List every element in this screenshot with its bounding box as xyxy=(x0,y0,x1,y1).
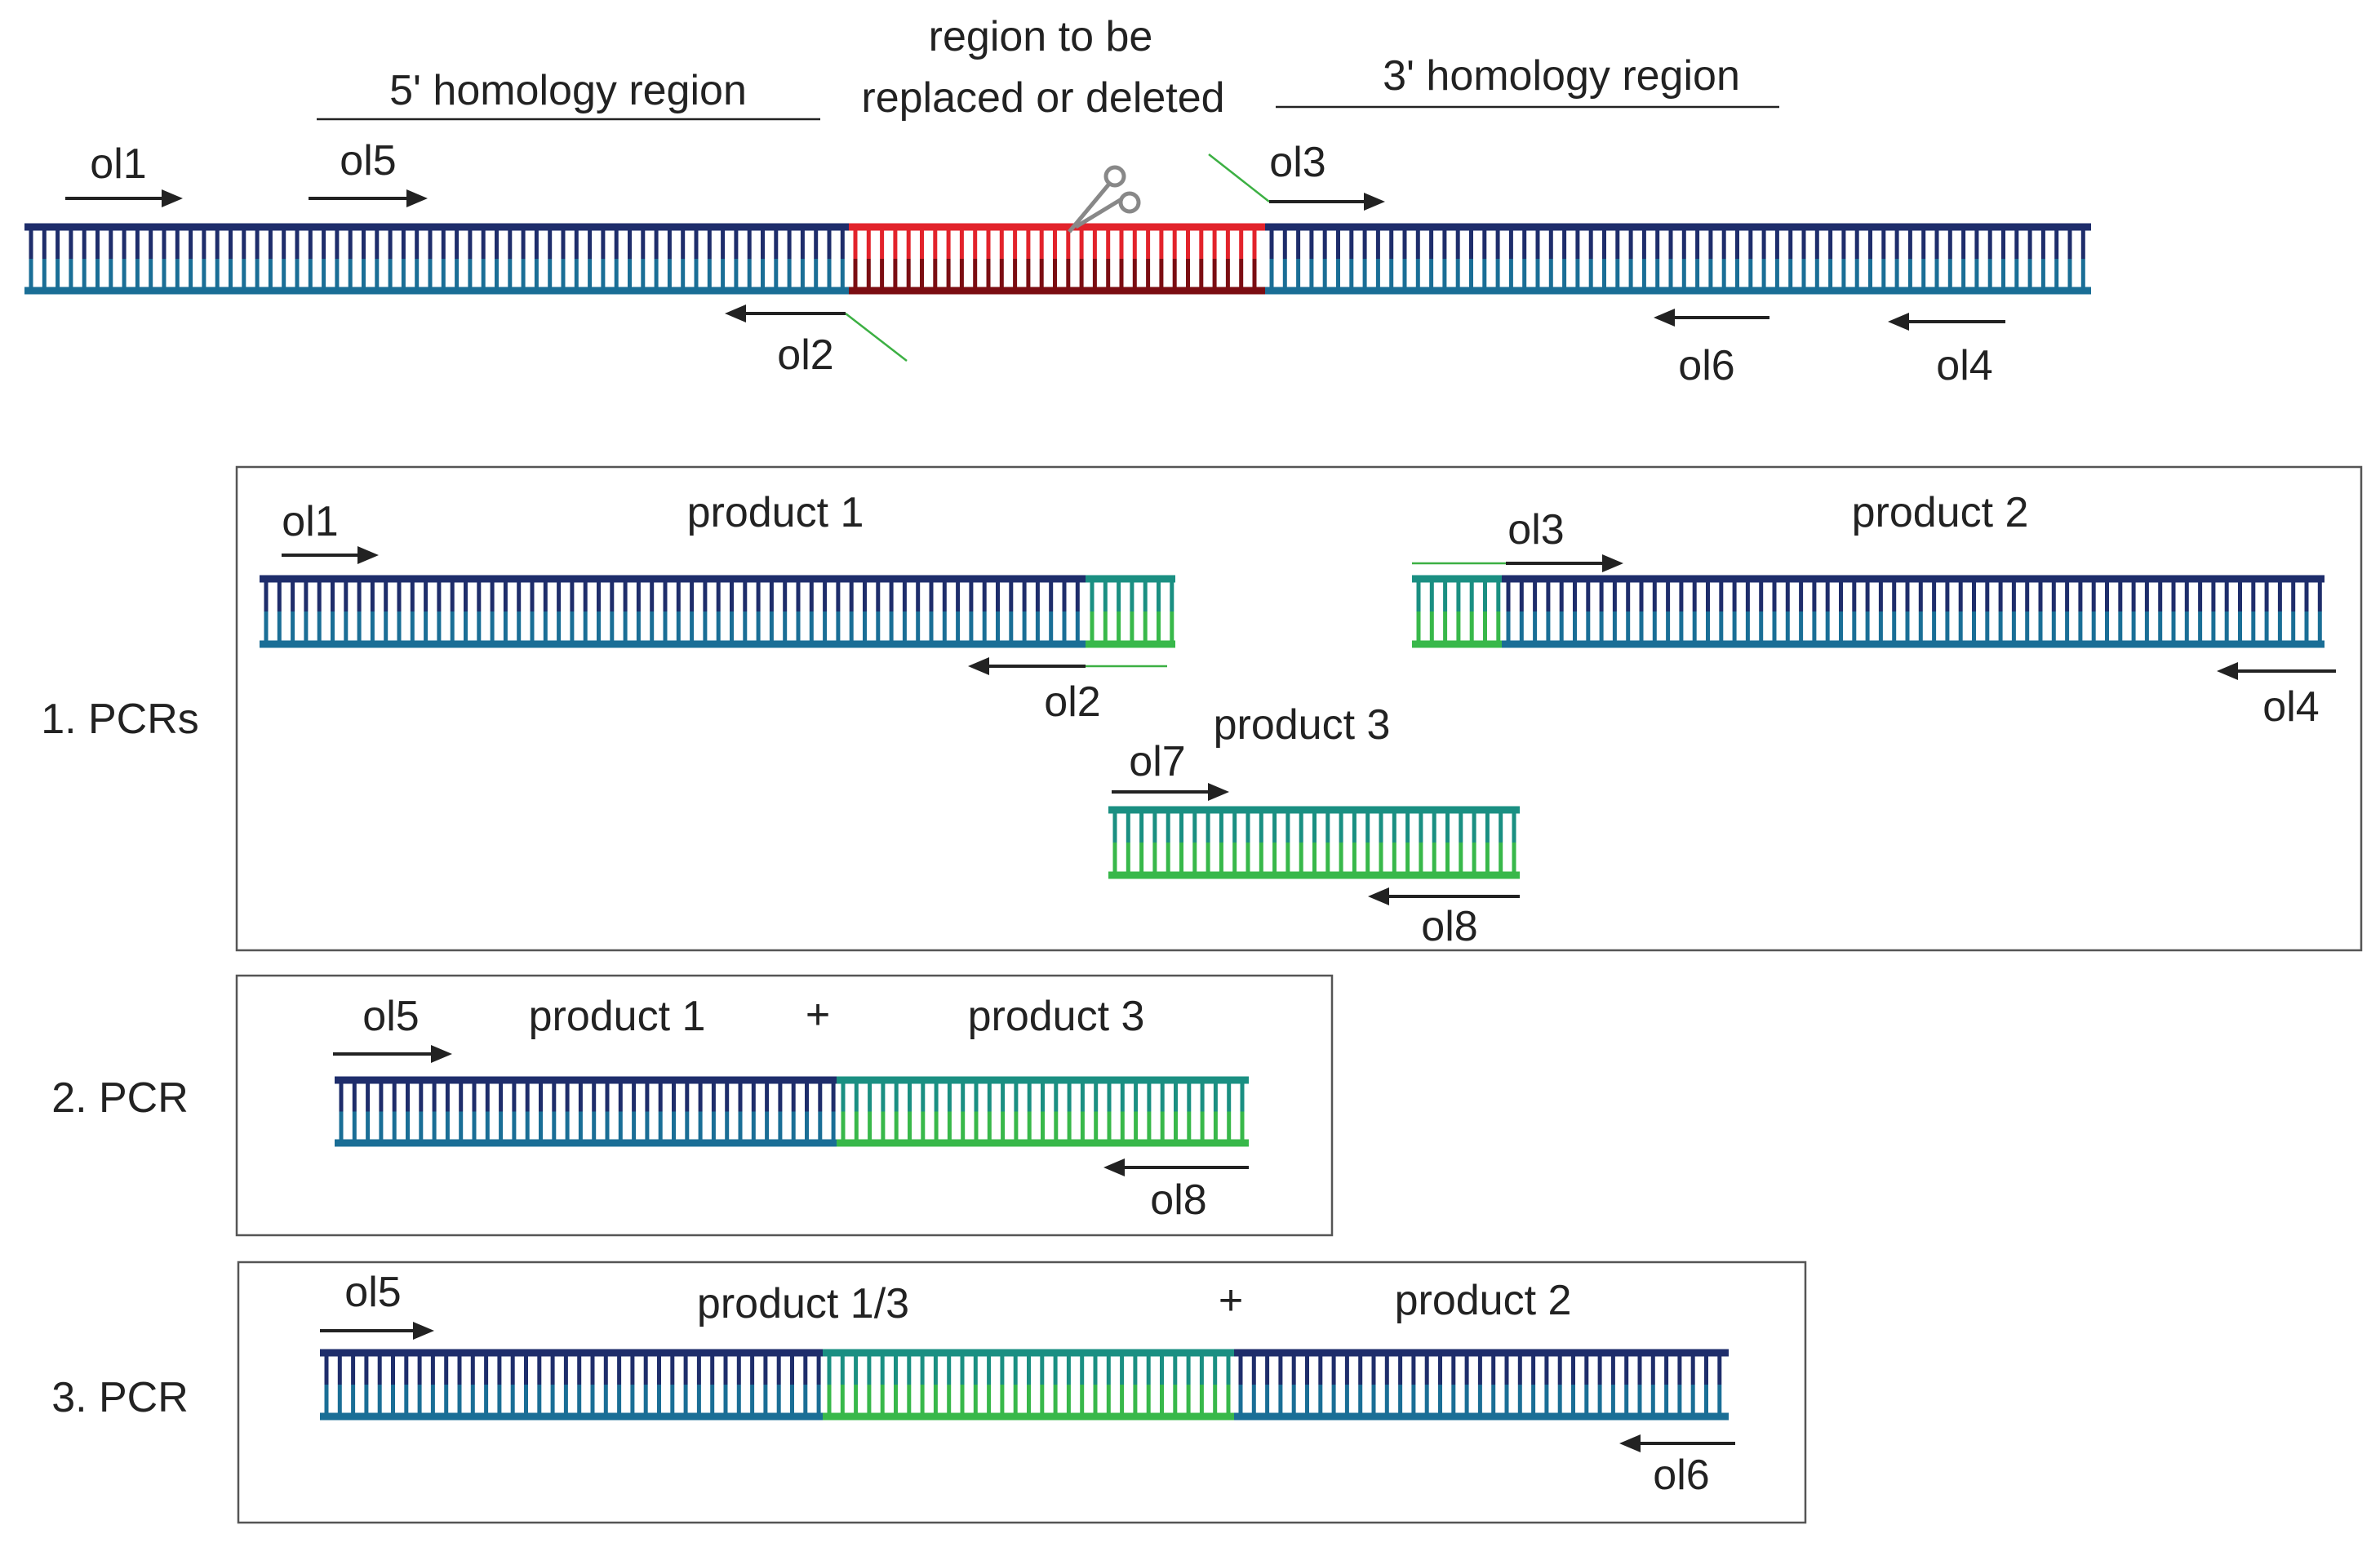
svg-text:ol1: ol1 xyxy=(90,140,146,188)
ol2-tail xyxy=(845,313,908,362)
svg-text:ol6: ol6 xyxy=(1678,342,1734,389)
region-label-line2: replaced or deleted xyxy=(861,74,1224,122)
primer-ol8-step1: ol8 xyxy=(1368,887,1520,950)
svg-text:ol5: ol5 xyxy=(362,993,419,1040)
product2-dna xyxy=(1412,575,2324,648)
step3-plus: + xyxy=(1219,1277,1243,1324)
step2-product3-label: product 3 xyxy=(968,993,1145,1040)
step2-plus: + xyxy=(806,991,830,1038)
product2-homology xyxy=(1502,575,2324,648)
primer-ol2: ol2 xyxy=(725,305,846,379)
step2-pcr: 2. PCR product 1 + product 3 ol5 ol8 xyxy=(51,974,1334,1237)
product3-insert xyxy=(1108,806,1520,879)
dna-5-homology xyxy=(24,223,849,295)
svg-text:ol3: ol3 xyxy=(1507,506,1564,554)
product3-dna xyxy=(1108,806,1520,879)
step3-label: 3. PCR xyxy=(51,1374,189,1421)
step1-pcrs: 1. PCRs product 1 product 2 product 3 ol… xyxy=(41,465,2363,952)
product2-label: product 2 xyxy=(1852,489,2029,536)
dna-3-homology xyxy=(1265,223,2091,295)
svg-text:ol2: ol2 xyxy=(777,331,833,379)
primer-ol4: ol4 xyxy=(1888,313,2005,389)
genomic-region: 5' homology region region to be replaced… xyxy=(24,13,2091,389)
svg-text:ol1: ol1 xyxy=(282,498,338,545)
region-label-line1: region to be xyxy=(929,13,1153,60)
primer-ol8-step2: ol8 xyxy=(1103,1158,1249,1224)
step1-box xyxy=(235,465,2363,952)
svg-text:ol8: ol8 xyxy=(1421,903,1477,950)
product1-label: product 1 xyxy=(687,489,864,536)
svg-text:ol6: ol6 xyxy=(1653,1452,1709,1499)
product2-overlap xyxy=(1412,575,1502,648)
step2-box xyxy=(235,974,1334,1237)
step3-product2-label: product 2 xyxy=(1395,1277,1572,1324)
svg-text:ol4: ol4 xyxy=(1936,342,1992,389)
homology5-label: 5' homology region xyxy=(389,67,747,114)
svg-text:ol2: ol2 xyxy=(1044,678,1100,726)
primer-ol4-step1: ol4 xyxy=(2217,662,2336,731)
primer-ol1-step1: ol1 xyxy=(282,498,379,564)
step1-label: 1. PCRs xyxy=(41,696,199,743)
product1-overlap xyxy=(1086,575,1175,648)
step2-label: 2. PCR xyxy=(51,1074,189,1122)
scissors-icon xyxy=(1068,165,1141,233)
ol3-tail xyxy=(1208,153,1270,202)
step3-box xyxy=(237,1261,1807,1524)
svg-text:ol3: ol3 xyxy=(1269,139,1325,186)
genomic-dna xyxy=(24,223,2091,295)
primer-ol5: ol5 xyxy=(309,137,428,207)
primer-ol5-step2: ol5 xyxy=(333,993,452,1063)
step2-insert xyxy=(837,1076,1249,1147)
step3-5-homology xyxy=(320,1349,823,1421)
primer-ol1: ol1 xyxy=(65,140,183,207)
primer-ol6: ol6 xyxy=(1654,309,1769,389)
svg-text:ol7: ol7 xyxy=(1129,738,1185,785)
primer-ol5-step3: ol5 xyxy=(320,1269,434,1340)
svg-text:ol8: ol8 xyxy=(1150,1176,1206,1224)
homology3-label: 3' homology region xyxy=(1383,52,1740,100)
svg-text:ol4: ol4 xyxy=(2262,683,2319,731)
primer-ol2-step1: ol2 xyxy=(968,657,1101,726)
primer-ol7-step1: ol7 xyxy=(1112,738,1229,801)
step2-homology xyxy=(335,1076,837,1147)
step2-dna xyxy=(335,1076,1249,1147)
svg-text:ol5: ol5 xyxy=(344,1269,401,1316)
product1-dna xyxy=(260,575,1175,648)
step3-insert xyxy=(823,1349,1234,1421)
step2-product1-label: product 1 xyxy=(529,993,706,1040)
step3-dna xyxy=(320,1349,1729,1421)
product3-label: product 3 xyxy=(1214,701,1391,749)
product1-homology xyxy=(260,575,1086,648)
primer-ol6-step3: ol6 xyxy=(1619,1434,1735,1499)
step3-product13-label: product 1/3 xyxy=(697,1280,909,1327)
primer-ol3-step1: ol3 xyxy=(1506,506,1623,572)
step3-pcr: 3. PCR product 1/3 + product 2 ol5 ol6 xyxy=(51,1261,1807,1524)
step3-3-homology xyxy=(1234,1349,1729,1421)
dna-target-region xyxy=(849,223,1265,295)
svg-text:ol5: ol5 xyxy=(340,137,396,185)
primer-ol3: ol3 xyxy=(1269,139,1385,211)
